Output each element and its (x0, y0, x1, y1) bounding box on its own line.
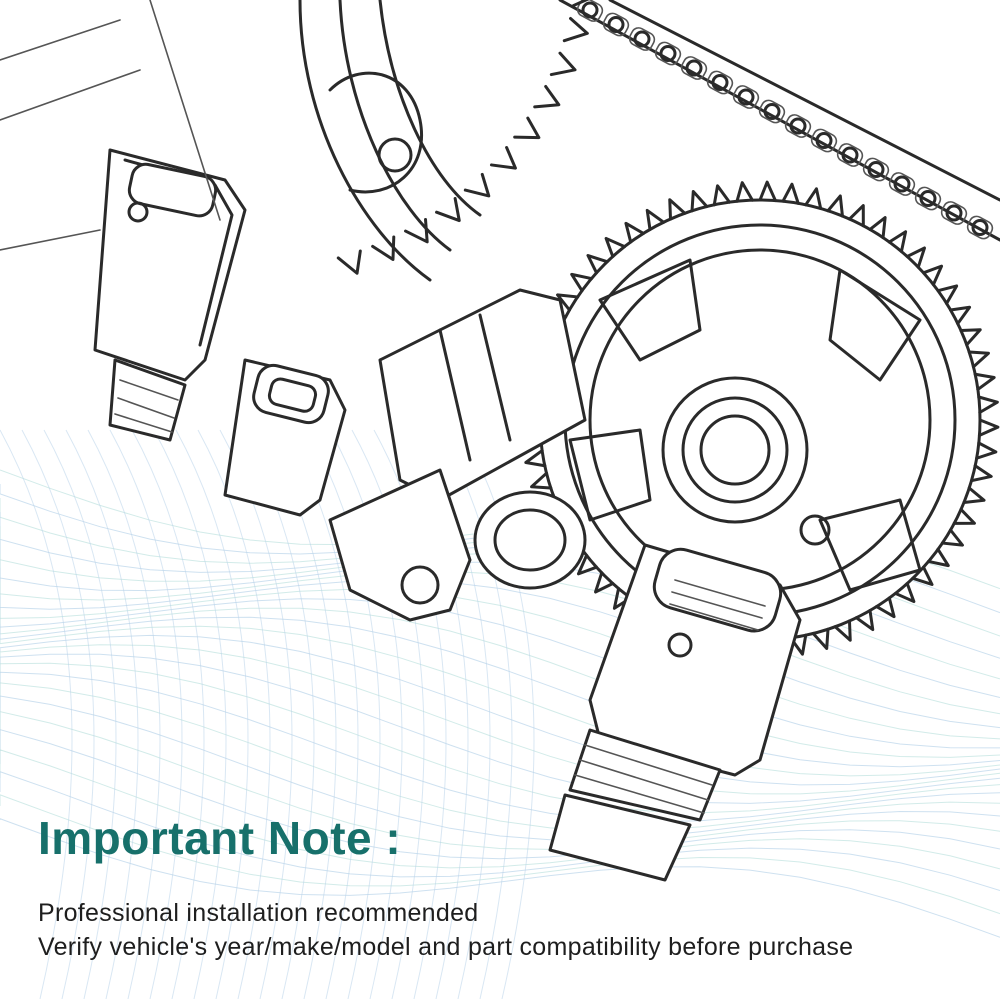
timing-chain (558, 0, 1000, 242)
wave-mesh-background (0, 429, 1000, 999)
note-line-compatibility: Verify vehicle's year/make/model and par… (38, 933, 854, 961)
middle-connector (223, 358, 347, 517)
note-title: Important Note : (38, 812, 402, 864)
upper-sprocket (298, 0, 590, 282)
lower-sensor (548, 543, 802, 882)
background-frame-lines (0, 0, 221, 251)
important-note: Important Note : Professional installati… (38, 810, 978, 964)
upper-sensor-connector (93, 148, 247, 442)
solenoid-body (328, 288, 587, 622)
note-line-installation: Professional installation recommended (38, 899, 479, 927)
